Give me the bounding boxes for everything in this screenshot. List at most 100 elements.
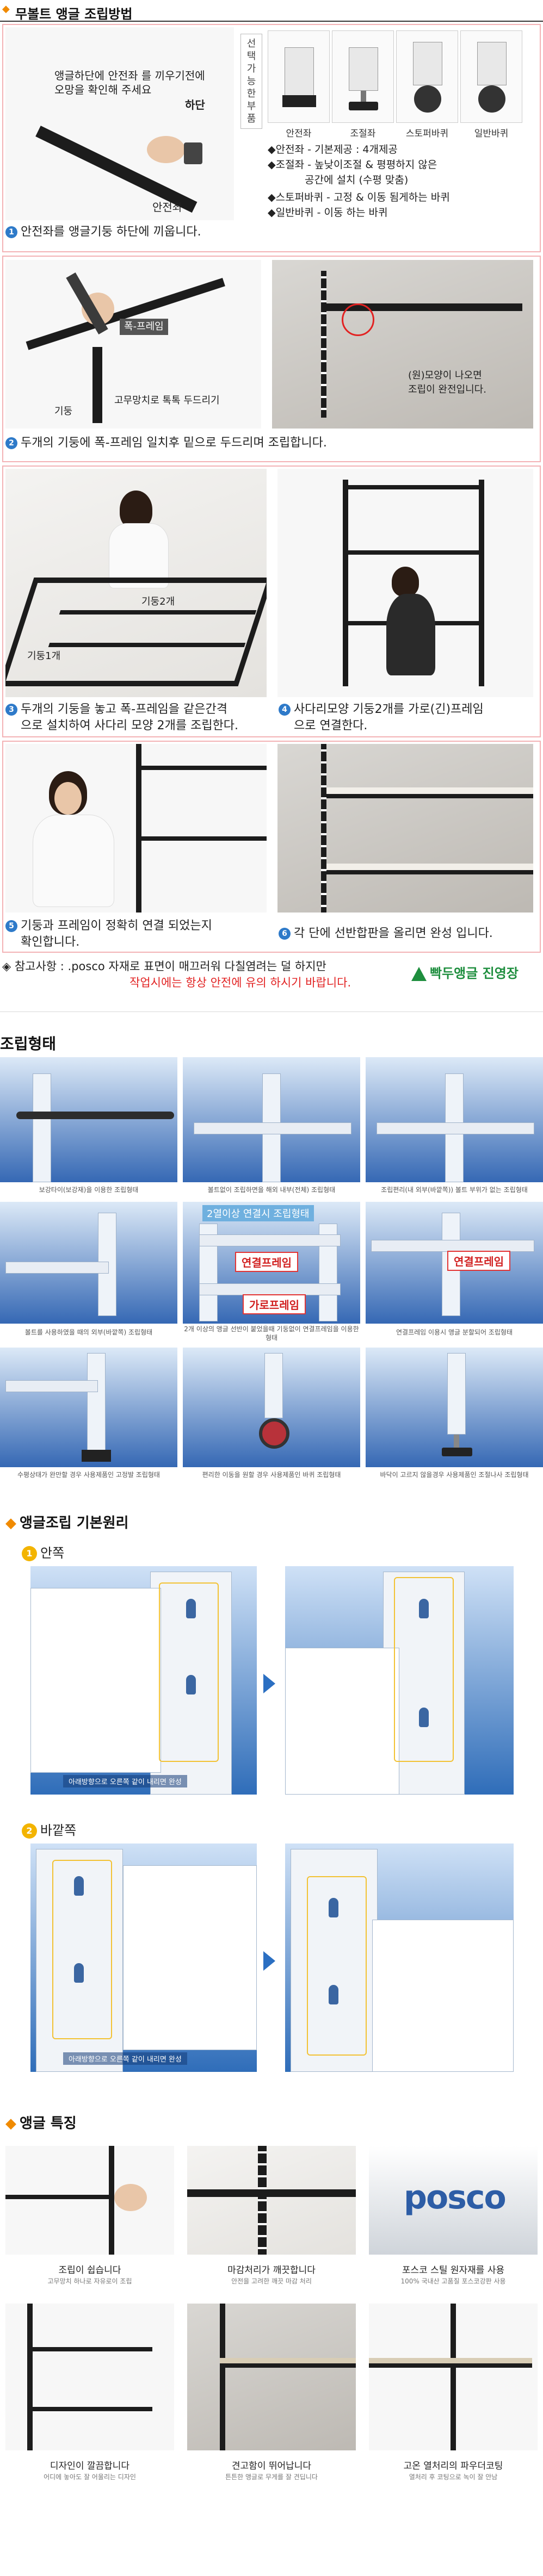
feature-6-main: 고온 열처리의 파우더코팅 — [403, 2461, 503, 2472]
principle-title-text: 앵글조립 기본원리 — [20, 1515, 129, 1531]
step1-box — [2, 24, 541, 252]
keyhole — [186, 1675, 196, 1694]
wheel — [478, 85, 505, 113]
assembly-forms-title-text: 조립형태 — [0, 1035, 57, 1053]
part-label-safety: 안전좌 — [286, 128, 312, 139]
post-label: 기둥 — [54, 406, 73, 417]
feature-4-sub: 어디에 놓아도 잘 어울리는 디자인 — [44, 2473, 136, 2481]
rack-beam — [326, 870, 533, 874]
rack-post — [109, 2146, 114, 2255]
step1-photo: 앵글하단에 안전좌 를 끼우기전에 오망을 확인해 주세요 하단 안전좌 — [5, 27, 234, 220]
step-number: 3 — [5, 704, 17, 716]
keyhole — [329, 1898, 338, 1917]
rack-beam — [369, 2363, 532, 2368]
rack-post — [136, 744, 141, 913]
rubber-label: 고무망치로 톡톡 두드리기 — [114, 395, 220, 406]
step-number: 6 — [279, 928, 291, 940]
rack-beam — [343, 550, 484, 555]
highlight-box — [394, 1577, 454, 1762]
spec-adjust: ◆조절좌 - 높낮이조절 & 평평하지 않은 — [268, 159, 437, 171]
arrow-right-icon — [263, 1951, 275, 1971]
step1-text: 안전좌를 앵글기둥 하단에 끼웁니다. — [21, 225, 201, 239]
beam — [5, 1380, 98, 1392]
step-number: 2 — [5, 437, 17, 449]
form-caption-8: 편리한 이동을 원할 경우 사용제품인 바퀴 조립형태 — [202, 1471, 341, 1479]
post — [33, 1073, 51, 1182]
step-number: 1 — [5, 226, 17, 238]
part-base — [349, 102, 378, 110]
rack-beam — [27, 2347, 152, 2351]
part-label-normal: 일반바퀴 — [474, 128, 509, 139]
beam-end — [123, 1865, 257, 2050]
spec-stopper: ◆스토퍼바퀴 - 고정 & 이동 됨게하는 바퀴 — [268, 191, 450, 203]
form-caption-3: 조립편리(내 외부(바깥쪽)) 볼트 부위가 없는 조립형태 — [381, 1186, 528, 1194]
step5-text-2: 확인합니다. — [21, 935, 80, 949]
step1-callout-line1: 앵글하단에 안전좌 를 끼우기전에 — [54, 69, 205, 82]
features-title: ◆앵글 특징 — [5, 2112, 77, 2132]
hand — [114, 2184, 147, 2211]
form-caption-5: 2개 이상의 앵글 선반이 붙었을때 기둥없이 연결프레임을 이용한 형태 — [184, 1325, 359, 1342]
form-caption-9: 바닥이 고르지 않을경우 사용제품인 조절나사 조립형태 — [380, 1471, 529, 1479]
feature-photo-4 — [5, 2304, 174, 2450]
feature-3-main: 포스코 스틸 원자재를 사용 — [402, 2265, 505, 2276]
person-body — [386, 594, 435, 675]
rack-beam — [5, 2195, 114, 2199]
highlight-box — [159, 1582, 219, 1762]
shelf-board — [369, 2358, 532, 2363]
rack-beam — [220, 2363, 356, 2368]
keyhole — [419, 1599, 429, 1618]
shelf-board — [326, 864, 533, 870]
form-cell-8 — [183, 1348, 360, 1467]
brace-bar — [16, 1112, 174, 1119]
step1-callout-bottom: 하단 — [185, 98, 205, 111]
beam — [377, 1122, 534, 1134]
keyhole — [329, 1985, 338, 2004]
wheel — [414, 85, 441, 113]
outer-title: 바깥쪽 — [40, 1823, 77, 1838]
section-divider — [0, 1011, 543, 1012]
part-label-stopper: 스토퍼바퀴 — [405, 128, 449, 139]
features-title-text: 앵글 특징 — [20, 2115, 77, 2132]
arrow-right-icon — [263, 1674, 275, 1693]
form-caption-6: 연결프레임 이용시 앵글 분할되어 조립형태 — [396, 1329, 513, 1336]
rack-beam — [27, 2407, 152, 2411]
part-screw — [361, 91, 366, 102]
part-adjust-foot — [332, 30, 394, 123]
step4-text-2: 으로 연결한다. — [294, 719, 368, 733]
form-cell-5: 2열이상 연결시 조립형태 연결프레임 가로프레임 — [183, 1202, 360, 1324]
rack-beam — [187, 2189, 356, 2197]
bubble-connect-frame-a: 연결프레임 — [235, 1252, 298, 1272]
person-hair — [392, 567, 419, 597]
form-cell-1 — [0, 1057, 177, 1182]
frame-bar — [26, 277, 225, 350]
bubble-connect-frame-c: 연결프레임 — [447, 1251, 510, 1271]
rack-post — [220, 2304, 225, 2450]
part-image — [477, 42, 507, 85]
frame-rung — [48, 643, 246, 647]
part-normal-wheel — [460, 30, 522, 123]
posco-logo: posco — [404, 2178, 507, 2217]
part-base — [282, 95, 316, 107]
label-two-posts: 기둥2개 — [141, 596, 175, 607]
feature-3-sub: 100% 국내산 고품질 포스코강판 사용 — [400, 2277, 506, 2285]
post-keyholes — [321, 744, 326, 913]
person-hair — [120, 491, 152, 529]
bubble-horizontal-frame: 가로프레임 — [243, 1294, 306, 1314]
outer-number: 2 — [22, 1823, 37, 1839]
keyhole — [419, 1708, 429, 1727]
step3-text-1: 두개의 기둥을 놓고 폭-프레임을 같은간격 — [21, 703, 227, 716]
form-caption-1: 보강타이(보강재)을 이용한 조립형태 — [39, 1186, 139, 1194]
part-image — [349, 47, 378, 91]
post — [291, 1849, 378, 2072]
feature-photo-3: posco — [369, 2146, 538, 2255]
form-caption-7: 수평상태가 완만할 경우 사용제품인 고정발 조립형태 — [17, 1471, 160, 1479]
feature-photo-1 — [5, 2146, 174, 2255]
label-one-post: 기둥1개 — [27, 650, 61, 662]
inner-number: 1 — [22, 1546, 37, 1561]
brand-name: 빡두앵글 진영장 — [430, 966, 519, 981]
beam — [371, 1240, 534, 1252]
